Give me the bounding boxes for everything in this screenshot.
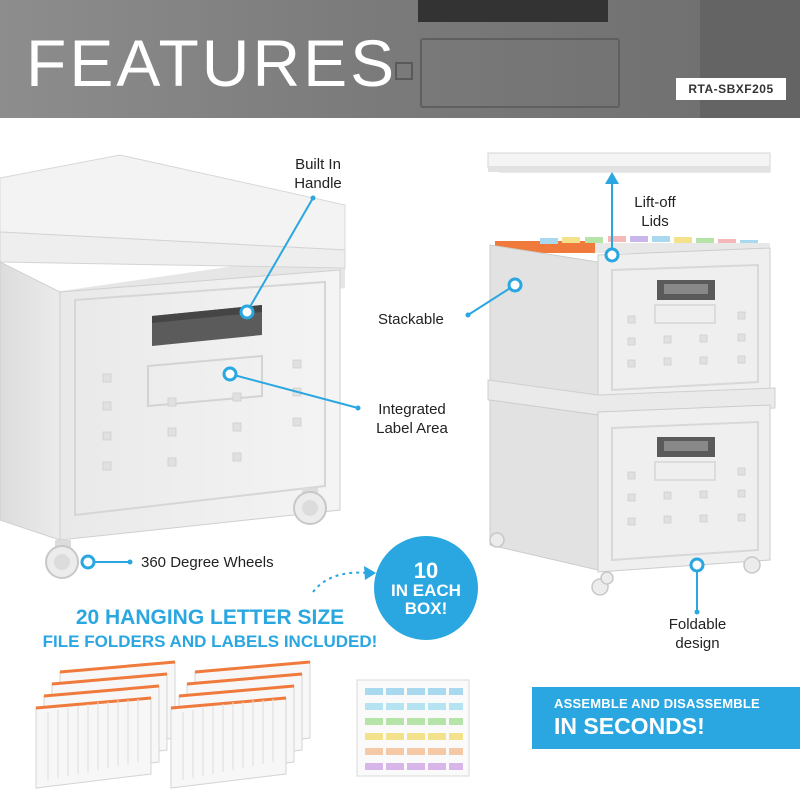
callout-360-wheels: 360 Degree Wheels [141, 554, 274, 571]
product-illustration [0, 152, 776, 789]
single-file-box [0, 154, 346, 579]
label-sheet [356, 679, 470, 777]
assemble-banner-line1: ASSEMBLE AND DISASSEMBLE [554, 696, 760, 711]
wheel-icon [293, 488, 327, 525]
assemble-banner: ASSEMBLE AND DISASSEMBLE IN SECONDS! [532, 687, 800, 749]
callout-integrated-label-area: Integrated Label Area [376, 401, 448, 437]
folders-banner-line2: FILE FOLDERS AND LABELS INCLUDED! [42, 632, 378, 651]
header-background-shape [418, 0, 608, 22]
hanging-folders-set [35, 660, 176, 789]
badge-line2: IN EACH [391, 580, 461, 600]
badge-line3: BOX! [404, 598, 448, 618]
features-header: FEATURES RTA-SBXF205 [0, 0, 800, 118]
header-background-shape [700, 0, 800, 118]
hanging-folders-set [170, 660, 311, 789]
folders-banner-line1: 20 HANGING LETTER SIZE [75, 606, 345, 629]
header-background-shape [420, 38, 620, 108]
ten-per-box-badge: 10 IN EACH BOX! [374, 536, 478, 640]
callout-foldable-design: Foldable design [668, 616, 727, 652]
badge-number: 10 [413, 557, 439, 583]
wheel-icon [45, 540, 79, 579]
sku-badge: RTA-SBXF205 [676, 78, 786, 100]
assemble-banner-line2: IN SECONDS! [554, 713, 705, 739]
stacked-file-boxes [487, 152, 776, 596]
header-background-shape [395, 62, 413, 80]
callout-lift-off-lids: Lift-off Lids [634, 194, 676, 230]
page-title: FEATURES [26, 26, 398, 100]
callout-built-in-handle: Built In Handle [294, 156, 342, 192]
callout-stackable: Stackable [378, 311, 444, 328]
folders-included-banner: 20 HANGING LETTER SIZE FILE FOLDERS AND … [20, 606, 400, 652]
